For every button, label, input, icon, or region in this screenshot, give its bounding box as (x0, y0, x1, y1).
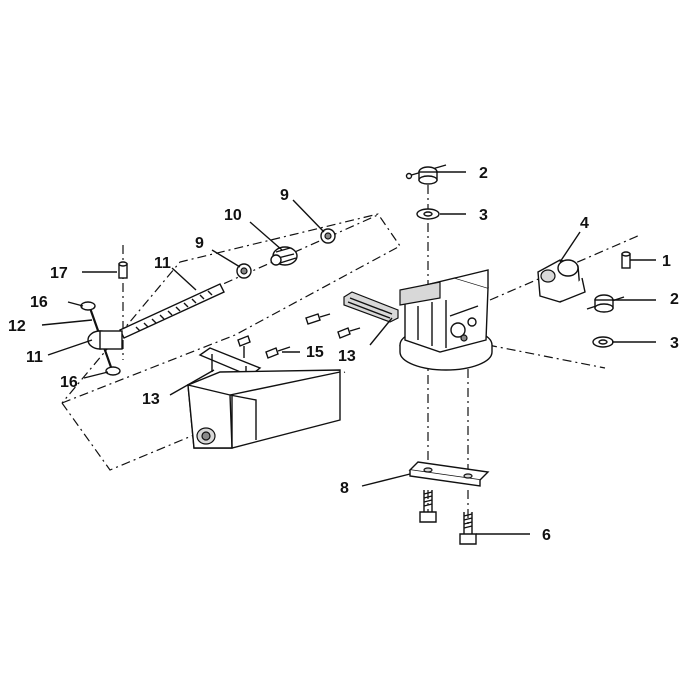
callout-4: 4 (580, 215, 589, 232)
part-6-bolt-right (459, 512, 477, 545)
part-12-handle (87, 307, 123, 371)
part-9-mid-washer (236, 263, 252, 279)
callout-11-top: 11 (154, 255, 171, 272)
part-1-pin (621, 251, 631, 269)
callout-13-left: 13 (142, 391, 160, 408)
leader-lines (41, 171, 656, 535)
callout-12: 12 (8, 318, 26, 335)
part-3-right-washer (592, 336, 614, 348)
movable-jaw-slide (187, 369, 341, 449)
callout-9-top: 9 (280, 187, 289, 204)
callout-1: 1 (662, 253, 671, 270)
callout-16-bottom: 16 (60, 374, 78, 391)
callout-13-right: 13 (338, 348, 356, 365)
callout-11-bottom: 11 (26, 349, 43, 366)
callout-8: 8 (340, 480, 349, 497)
part-15-screws (237, 335, 291, 359)
part-4-jaw-block (537, 259, 586, 303)
part-3-top-washer (416, 208, 440, 220)
part-10-collar (270, 246, 298, 266)
callout-3-top: 3 (479, 207, 488, 224)
callout-3-right: 3 (670, 335, 679, 352)
part-9-top-washer (320, 228, 336, 244)
part-17-pin (118, 261, 128, 279)
callout-6: 6 (542, 527, 551, 544)
callout-2-right: 2 (670, 291, 679, 308)
part-6-bolt-left (419, 490, 437, 523)
callout-10: 10 (224, 207, 242, 224)
part-8-clamp-plate (408, 461, 490, 487)
jaw-screws (305, 313, 361, 339)
callout-9-mid: 9 (195, 235, 204, 252)
part-2-top-lock-handle (405, 164, 447, 185)
part-11-lead-screw (119, 283, 225, 339)
callout-15: 15 (306, 344, 324, 361)
part-2-right-lock-handle (586, 294, 625, 313)
vise-body-swivel-base (399, 269, 493, 371)
part-16-bottom-knob (105, 366, 121, 376)
callout-17: 17 (50, 265, 68, 282)
part-16-top-knob (80, 301, 96, 311)
callout-2-top: 2 (479, 165, 488, 182)
callout-labels: 2 3 4 1 2 3 9 10 9 17 11 16 12 11 16 15 … (8, 165, 679, 544)
part-13-right-jaw-insert (343, 291, 399, 323)
callout-16-top: 16 (30, 294, 48, 311)
